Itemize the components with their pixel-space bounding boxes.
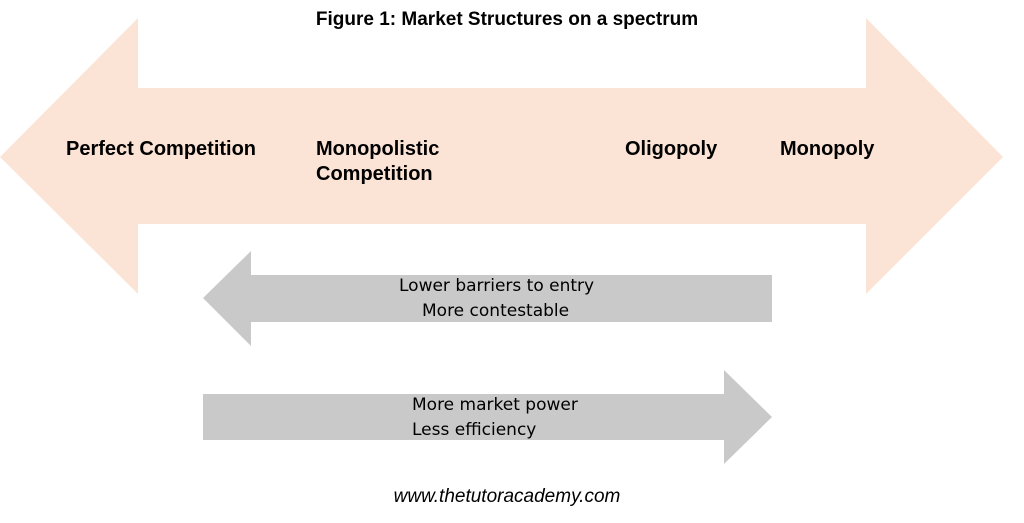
right-arrow-shape [203,370,772,464]
market-label-monopoly: Monopoly [780,138,875,160]
left-arrow-text-line1: Lower barriers to entry [399,276,595,296]
market-label-perfect-competition: Perfect Competition [66,138,257,160]
right-arrow-text-line2: Less efficiency [412,420,537,440]
right-arrow-text-line1: More market power [412,395,578,415]
market-label-oligopoly: Oligopoly [625,138,718,160]
left-arrow-shape [203,251,772,346]
footer-website: www.thetutoracademy.com [393,486,621,507]
spectrum-double-arrow [0,18,1003,294]
market-label-monopolistic-line1: Monopolistic [316,138,440,160]
left-arrow-text-line2: More contestable [422,301,570,321]
market-label-monopolistic-line2: Competition [316,163,433,185]
figure-title: Figure 1: Market Structures on a spectru… [315,9,699,30]
